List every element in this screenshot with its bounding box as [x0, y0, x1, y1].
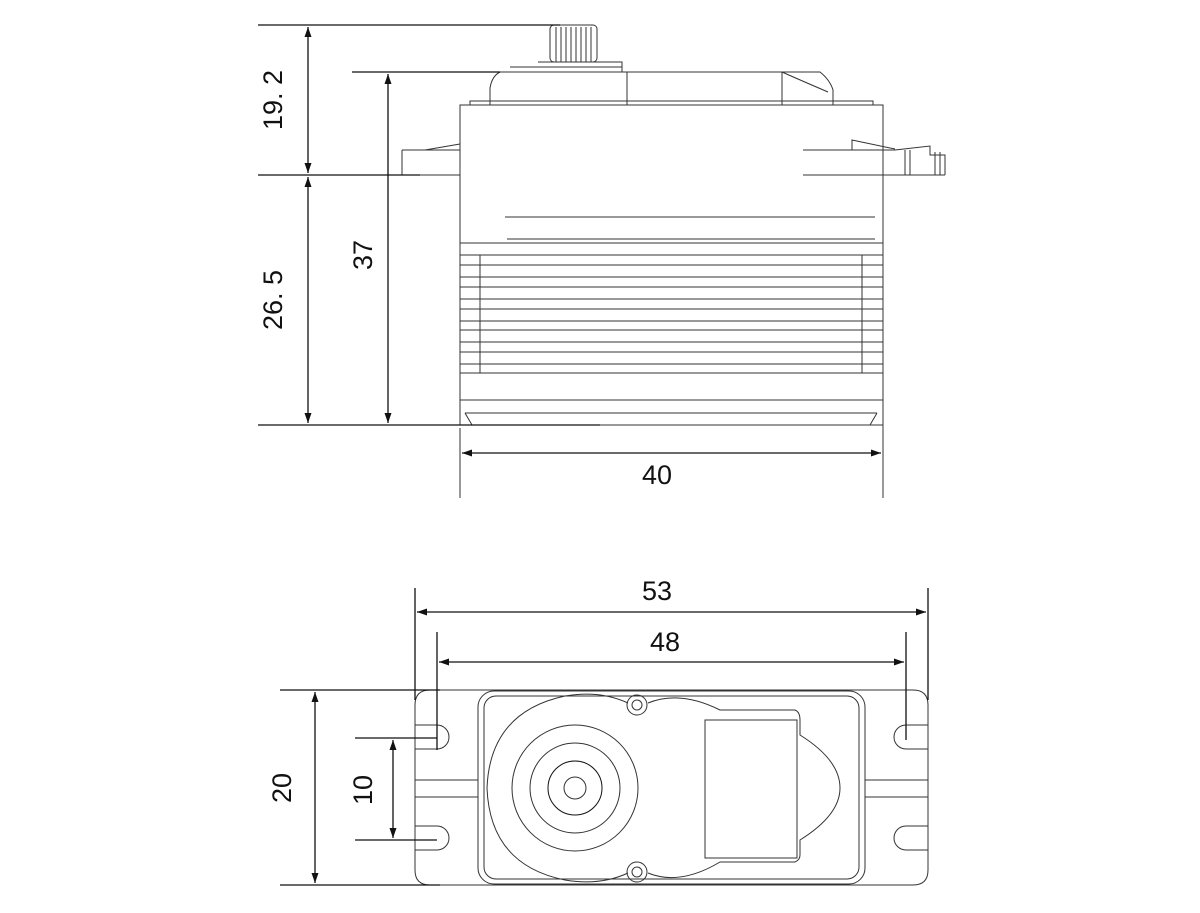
dim-hole-spacing-length: 48 [650, 627, 680, 657]
dim-hole-spacing-width: 10 [348, 775, 378, 805]
side-dimension-lines [258, 24, 881, 457]
output-spline [510, 24, 623, 72]
case-top [477, 690, 866, 885]
dim-case-height: 37 [348, 240, 378, 270]
dim-overall-length: 53 [642, 576, 672, 606]
dim-body-width: 20 [267, 773, 297, 803]
dim-flange-to-bottom: 26. 5 [258, 270, 288, 330]
mounting-flange [414, 689, 929, 886]
top-cap [489, 71, 834, 105]
dim-shaft-height: 19. 2 [258, 70, 288, 130]
side-view: 19. 2 26. 5 37 40 [258, 24, 946, 498]
top-view: 53 48 20 10 [267, 576, 929, 886]
dim-width: 40 [642, 460, 672, 490]
label-area [704, 719, 798, 859]
top-dimension-lines [280, 588, 929, 886]
output-gear-rings [511, 724, 639, 852]
case-body [401, 100, 946, 498]
